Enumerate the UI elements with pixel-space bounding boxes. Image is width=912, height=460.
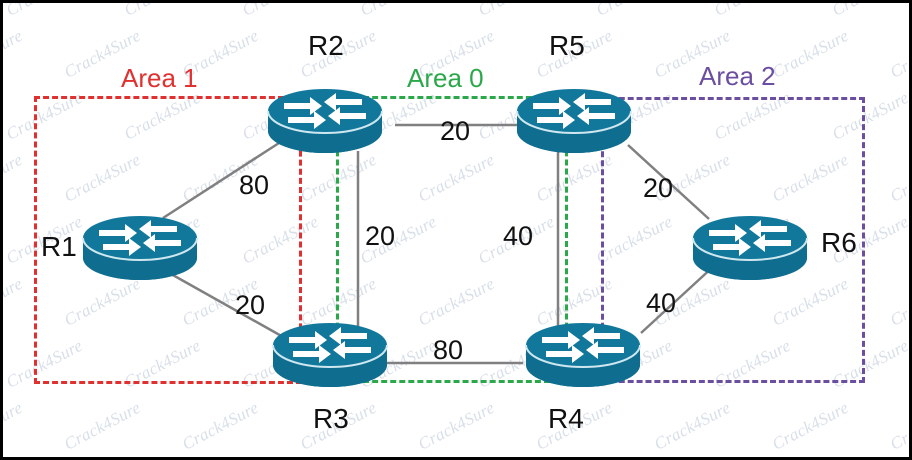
link-cost-r5-r6: 20 [643, 173, 674, 203]
link-cost-r1-r3: 20 [235, 290, 266, 320]
router-label-r5: R5 [549, 30, 585, 61]
router-arrow-4 [329, 327, 367, 345]
links-layer [154, 123, 716, 365]
link-cost-r4-r6: 40 [646, 288, 677, 318]
router-r6[interactable] [691, 208, 809, 284]
link-r5-r6 [627, 144, 710, 220]
link-cost-r1-r2: 80 [239, 170, 270, 200]
router-arrows [709, 220, 791, 256]
router-label-r1: R1 [41, 231, 77, 262]
router-arrows [99, 220, 181, 256]
area-label-area1: Area 1 [121, 63, 198, 93]
router-arrow-1 [99, 224, 137, 242]
link-r1-r3 [154, 263, 286, 340]
router-arrow-3 [103, 238, 141, 256]
router-icon [516, 89, 632, 153]
router-arrow-1 [542, 331, 580, 349]
router-icon [272, 323, 388, 387]
router-arrow-2 [333, 341, 371, 359]
link-cost-r2-r3: 20 [365, 221, 396, 251]
area-boundary-area2 [601, 97, 865, 383]
router-arrow-3 [546, 345, 584, 363]
router-arrow-3 [713, 238, 751, 256]
router-r3[interactable] [271, 315, 389, 391]
router-arrow-1 [284, 97, 322, 115]
router-label-r3: R3 [313, 403, 349, 434]
router-arrow-2 [143, 234, 181, 252]
router-label-r6: R6 [821, 227, 857, 258]
router-arrow-1 [533, 97, 571, 115]
router-arrow-3 [288, 111, 326, 129]
router-arrow-3 [537, 111, 575, 129]
router-icon [82, 216, 198, 280]
link-r4-r6 [640, 264, 716, 334]
router-arrows [542, 327, 624, 363]
router-arrow-2 [753, 234, 791, 252]
router-icon [525, 323, 641, 387]
router-arrow-2 [328, 107, 366, 125]
router-label-r2: R2 [308, 30, 344, 61]
link-r1-r2 [162, 141, 280, 220]
router-arrow-4 [573, 93, 611, 111]
area-boundary-area0 [336, 96, 568, 383]
area-label-area0: Area 0 [407, 63, 484, 93]
router-arrow-4 [582, 327, 620, 345]
router-label-r4: R4 [548, 403, 584, 434]
link-cost-r5-r4: 40 [503, 221, 534, 251]
router-arrows [284, 93, 366, 129]
area-label-area2: Area 2 [699, 61, 776, 91]
area-boundary-area1 [34, 96, 302, 384]
router-arrows [289, 327, 371, 363]
link-cost-r2-r5: 20 [440, 116, 471, 146]
router-arrow-4 [139, 220, 177, 238]
router-arrows [533, 93, 615, 129]
router-arrow-3 [293, 345, 331, 363]
router-arrow-4 [749, 220, 787, 238]
router-r1[interactable] [81, 208, 199, 284]
router-arrow-1 [709, 224, 747, 242]
link-cost-r3-r4: 80 [433, 335, 464, 365]
router-arrow-2 [577, 107, 615, 125]
router-r2[interactable] [266, 81, 384, 157]
router-r4[interactable] [524, 315, 642, 391]
router-r5[interactable] [515, 81, 633, 157]
router-arrow-1 [289, 331, 327, 349]
router-icon [692, 216, 808, 280]
router-arrow-4 [324, 93, 362, 111]
router-icon [267, 89, 383, 153]
router-arrow-2 [586, 341, 624, 359]
